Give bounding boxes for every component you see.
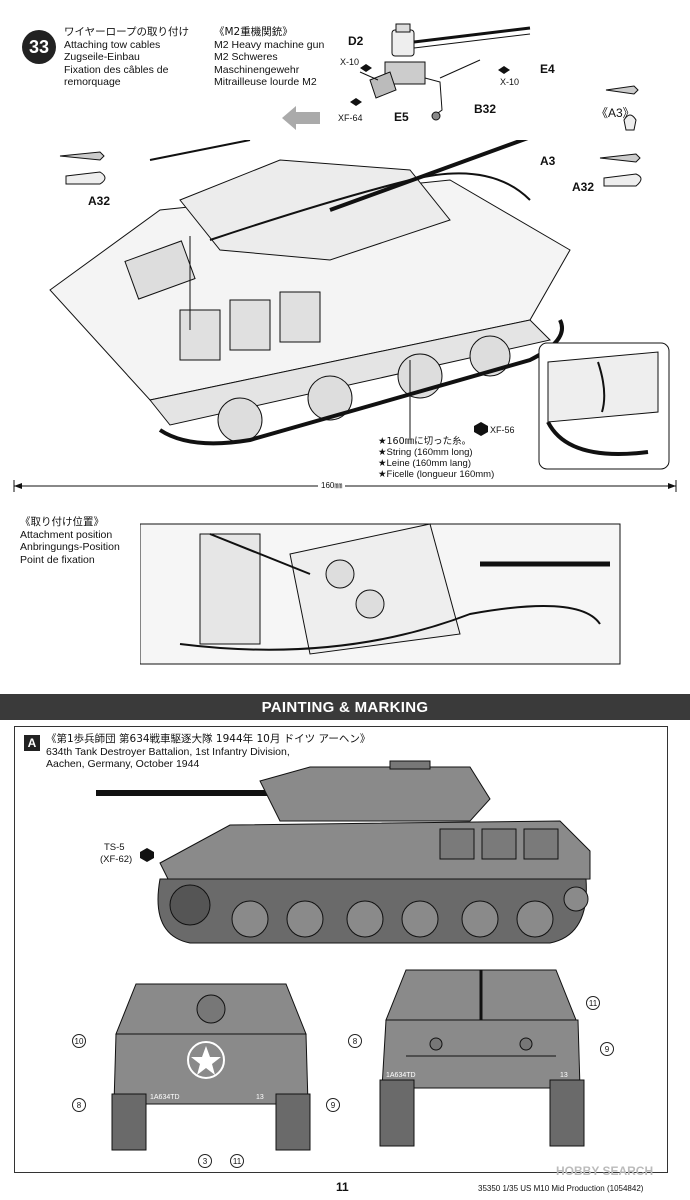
mg-note: 《M2重機関銃》 M2 Heavy machine gun M2 Schwere… [214,26,325,88]
xf56-swatch-icon [474,422,488,436]
product-code: 35350 1/35 US M10 Mid Production (105484… [478,1184,644,1193]
front-hull-text: 13 [256,1094,264,1101]
rear-plate-text: 1A634TD [386,1072,416,1079]
paint-label-xf56: XF-56 [490,425,515,435]
paint-code-xf62: (XF-62) [100,854,133,865]
scale-label: 160㎜ [318,480,346,491]
scheme-title-jp: 《第1歩兵師団 第634戦車駆逐大隊 1944年 10月 ドイツ アーヘン》 [46,733,371,745]
ts5-swatch-icon [140,848,154,862]
decal-callout-3: 3 [198,1154,212,1168]
front-view-tank-drawing [111,983,311,1151]
watermark: HOBBY SEARCH [556,1164,654,1178]
rear-num-text: 13 [560,1072,568,1079]
step-number-badge: 33 [22,30,56,64]
scheme-title-en-2: Aachen, Germany, October 1944 [46,758,200,770]
part-label-e5: E5 [394,110,409,124]
part-label-a3-header: 《A3》 [596,106,635,120]
decal-callout-9-front: 9 [326,1098,340,1112]
attachment-top-view-drawing [140,523,621,665]
part-label-e4: E4 [540,62,555,76]
decal-callout-10: 10 [72,1034,86,1048]
a32-right-detail [599,153,642,187]
part-label-d2: D2 [348,34,364,48]
paint-code-ts5: TS-5 [104,842,125,853]
mg-subassembly-drawing [350,23,531,121]
a32-left-detail [59,151,106,185]
step-title: ワイヤーロープの取り付け Attaching tow cables Zugsei… [64,26,190,88]
a3-part-detail [605,85,639,131]
part-label-a3: A3 [540,154,556,168]
scheme-letter-badge: A [24,735,40,751]
decal-callout-8-rear: 8 [348,1034,362,1048]
part-label-b32: B32 [474,102,497,116]
side-view-tank-drawing [96,760,591,944]
scheme-a-panel [14,726,668,1173]
track-inset-detail [538,342,670,470]
direction-arrow-icon [282,106,320,130]
paint-label-x10-right: X-10 [500,77,520,87]
section-banner: PAINTING & MARKING [0,694,690,720]
decal-callout-9-rear: 9 [600,1042,614,1056]
decal-callout-11-rear: 11 [586,996,600,1010]
tank-assembly-drawing [49,140,571,446]
string-note: ★160㎜に切った糸。 ★String (160mm long) ★Leine … [378,436,495,480]
paint-label-x10-left: X-10 [340,57,360,67]
part-label-a32-left: A32 [88,194,111,208]
page-number: 11 [336,1180,349,1194]
paint-label-xf64: XF-64 [338,113,363,123]
part-label-a32-right: A32 [572,180,595,194]
scheme-title-en-1: 634th Tank Destroyer Battalion, 1st Infa… [46,746,290,758]
front-plate-text: 1A634TD [150,1094,180,1101]
decal-callout-11-front: 11 [230,1154,244,1168]
attachment-position-label: 《取り付け位置》 Attachment position Anbringungs… [20,516,120,566]
decal-callout-8-front: 8 [72,1098,86,1112]
rear-view-tank-drawing [379,969,585,1147]
